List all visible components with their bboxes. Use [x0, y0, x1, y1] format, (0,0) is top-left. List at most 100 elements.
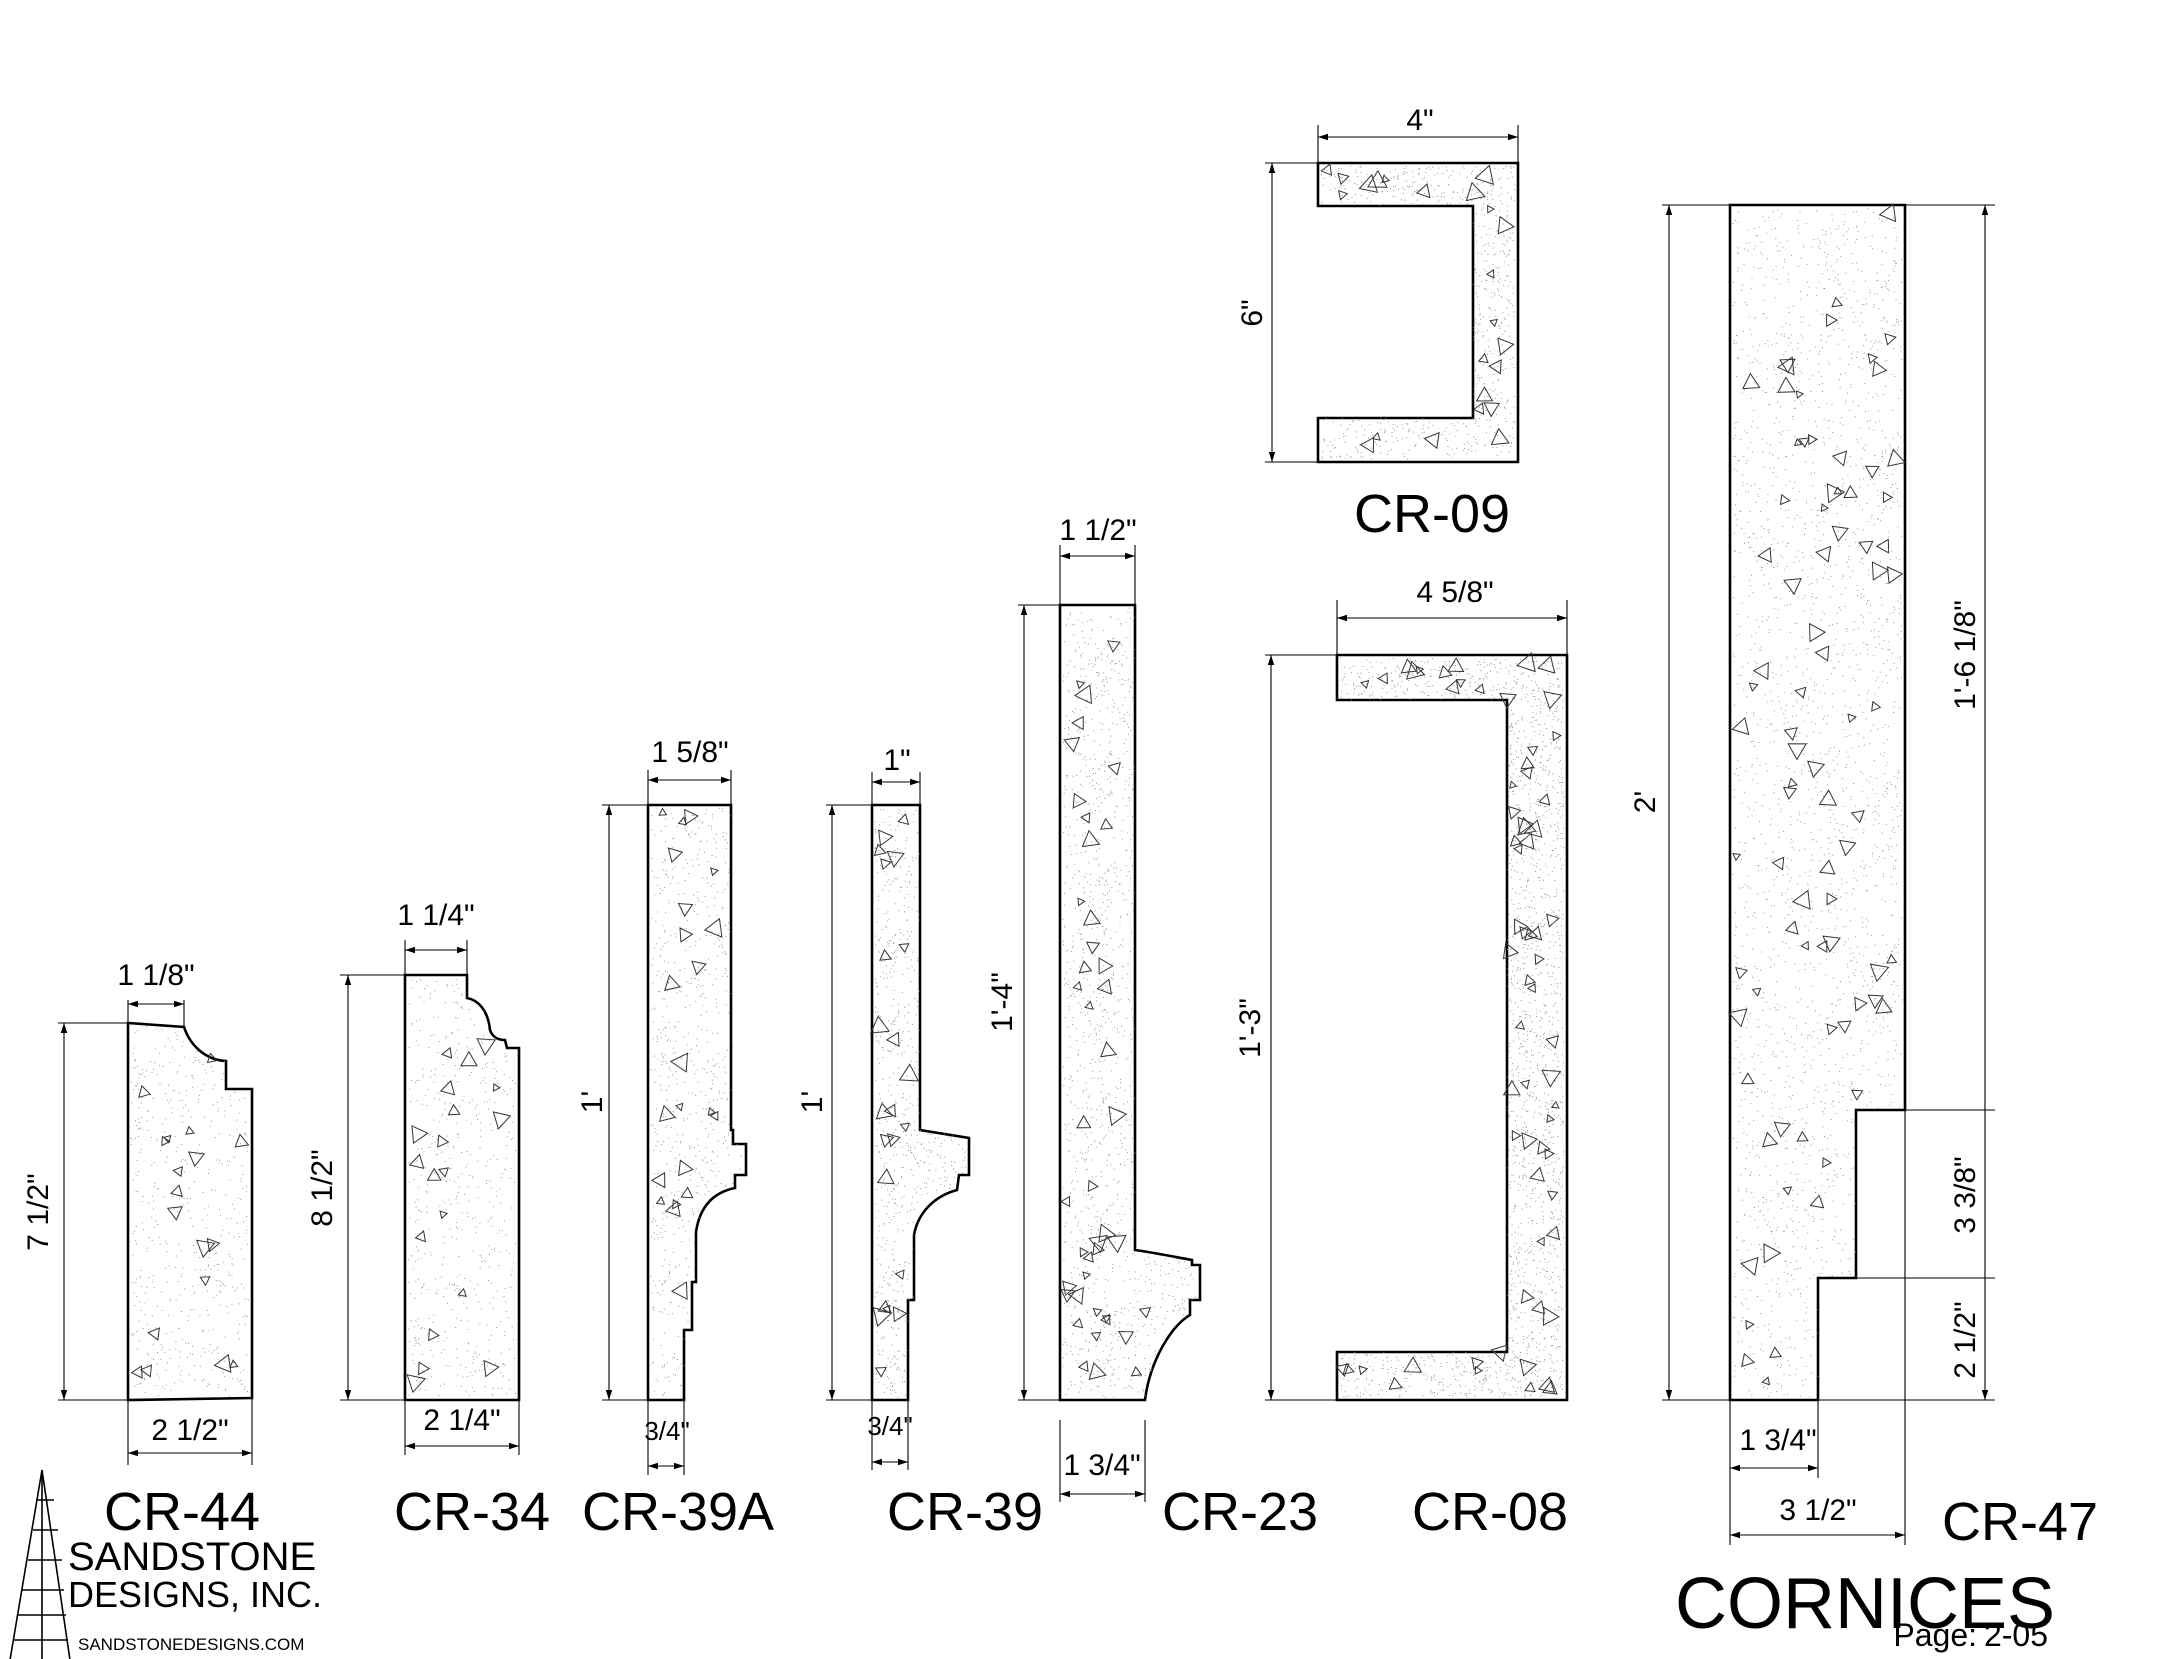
- stone-grain-dot: [652, 1280, 654, 1282]
- stone-grain-dot: [411, 1079, 413, 1082]
- stone-grain-dot: [705, 1186, 707, 1188]
- stone-grain-dot: [246, 1089, 248, 1091]
- stone-grain-dot: [723, 1066, 725, 1068]
- stone-grain-dot: [686, 940, 688, 942]
- stone-grain-dot: [1476, 183, 1478, 185]
- stone-grain-dot: [1161, 1293, 1164, 1295]
- stone-grain-dot: [1077, 619, 1079, 621]
- stone-grain-dot: [677, 1021, 679, 1023]
- stone-grain-dot: [1158, 1349, 1160, 1351]
- cr-39a-bottom-width: 3/4": [644, 1416, 689, 1446]
- stone-grain-dot: [1524, 897, 1526, 899]
- stone-grain-dot: [142, 1069, 144, 1071]
- stone-grain-dot: [463, 1303, 465, 1305]
- stone-grain-dot: [1509, 1187, 1511, 1189]
- stone-grain-dot: [1526, 1056, 1528, 1058]
- stone-grain-dot: [233, 1208, 235, 1210]
- stone-grain-dot: [236, 1378, 238, 1380]
- stone-grain-dot: [1144, 1374, 1146, 1376]
- stone-grain-dot: [661, 1367, 663, 1369]
- stone-grain-dot: [1368, 192, 1370, 194]
- stone-grain-dot: [1542, 1174, 1544, 1176]
- stone-grain-dot: [1486, 260, 1488, 262]
- stone-grain-dot: [1366, 1361, 1368, 1363]
- stone-grain-dot: [1553, 1171, 1555, 1173]
- stone-grain-dot: [1426, 181, 1428, 183]
- stone-grain-dot: [1404, 168, 1406, 170]
- stone-grain-dot: [1492, 447, 1494, 449]
- stone-grain-dot: [1086, 978, 1088, 980]
- stone-grain-dot: [1479, 318, 1481, 320]
- stone-grain-dot: [712, 814, 714, 816]
- stone-grain-dot: [1079, 1151, 1081, 1153]
- stone-grain-dot: [887, 1090, 889, 1092]
- stone-grain-dot: [218, 1279, 220, 1281]
- stone-grain-dot: [904, 810, 906, 813]
- stone-grain-dot: [1471, 170, 1473, 172]
- stone-grain-dot: [673, 1353, 675, 1355]
- stone-grain-dot: [878, 1381, 880, 1383]
- stone-grain-dot: [1149, 1363, 1151, 1365]
- stone-grain-dot: [1072, 1323, 1074, 1325]
- stone-grain-dot: [1103, 1059, 1105, 1062]
- stone-grain-dot: [1540, 757, 1542, 759]
- stone-grain-dot: [1160, 1266, 1162, 1268]
- stone-grain-dot: [182, 1041, 184, 1043]
- stone-grain-dot: [1343, 185, 1345, 187]
- stone-grain-dot: [1512, 1163, 1514, 1165]
- stone-grain-dot: [1074, 1215, 1076, 1217]
- stone-grain-dot: [1066, 962, 1068, 964]
- stone-grain-dot: [1094, 658, 1096, 660]
- stone-grain-dot: [963, 1159, 965, 1161]
- stone-grain-dot: [170, 1389, 172, 1391]
- dimension-arrowhead: [457, 946, 467, 954]
- stone-grain-dot: [1553, 840, 1555, 842]
- stone-grain-dot: [1073, 960, 1075, 962]
- stone-grain-dot: [491, 1369, 493, 1371]
- stone-grain-dot: [451, 1033, 453, 1035]
- stone-grain-dot: [1485, 405, 1487, 407]
- stone-grain-dot: [1096, 1358, 1099, 1361]
- stone-grain-dot: [878, 1150, 880, 1152]
- stone-grain-dot: [1133, 769, 1135, 771]
- stone-grain-dot: [457, 1136, 459, 1139]
- stone-grain-dot: [1092, 904, 1094, 906]
- stone-grain-dot: [1069, 660, 1071, 662]
- stone-grain-dot: [1168, 1273, 1170, 1275]
- stone-grain-dot: [1102, 973, 1104, 975]
- stone-grain-dot: [885, 964, 887, 967]
- stone-grain-dot: [1067, 733, 1069, 736]
- stone-grain-dot: [1459, 202, 1461, 204]
- stone-grain-dot: [1497, 288, 1499, 290]
- stone-grain-dot: [176, 1072, 178, 1074]
- stone-grain-dot: [1109, 1317, 1111, 1319]
- stone-grain-dot: [1176, 1286, 1178, 1288]
- stone-grain-dot: [884, 871, 886, 873]
- stone-grain-dot: [1106, 1159, 1108, 1161]
- stone-grain-dot: [1364, 429, 1366, 431]
- stone-grain-dot: [650, 1069, 652, 1071]
- stone-grain-dot: [902, 1230, 904, 1232]
- stone-aggregate-mark: [1107, 761, 1121, 776]
- stone-grain-dot: [1500, 450, 1502, 453]
- stone-grain-dot: [443, 1383, 445, 1385]
- stone-grain-dot: [455, 1122, 457, 1124]
- stone-grain-dot: [1074, 666, 1076, 668]
- stone-grain-dot: [506, 1393, 508, 1395]
- stone-grain-dot: [1154, 1328, 1156, 1330]
- stone-grain-dot: [1544, 1346, 1546, 1348]
- stone-grain-dot: [893, 1260, 895, 1262]
- stone-grain-dot: [1495, 253, 1497, 255]
- stone-grain-dot: [904, 956, 906, 959]
- stone-grain-dot: [1099, 768, 1101, 770]
- stone-grain-dot: [660, 1089, 663, 1091]
- stone-grain-dot: [689, 1148, 691, 1150]
- stone-grain-dot: [156, 1373, 158, 1375]
- stone-grain-dot: [902, 1030, 904, 1033]
- stone-grain-dot: [1484, 197, 1486, 199]
- stone-grain-dot: [910, 1124, 912, 1126]
- stone-grain-dot: [889, 815, 891, 817]
- stone-grain-dot: [658, 1029, 660, 1031]
- stone-grain-dot: [1117, 890, 1119, 892]
- stone-grain-dot: [1438, 167, 1440, 169]
